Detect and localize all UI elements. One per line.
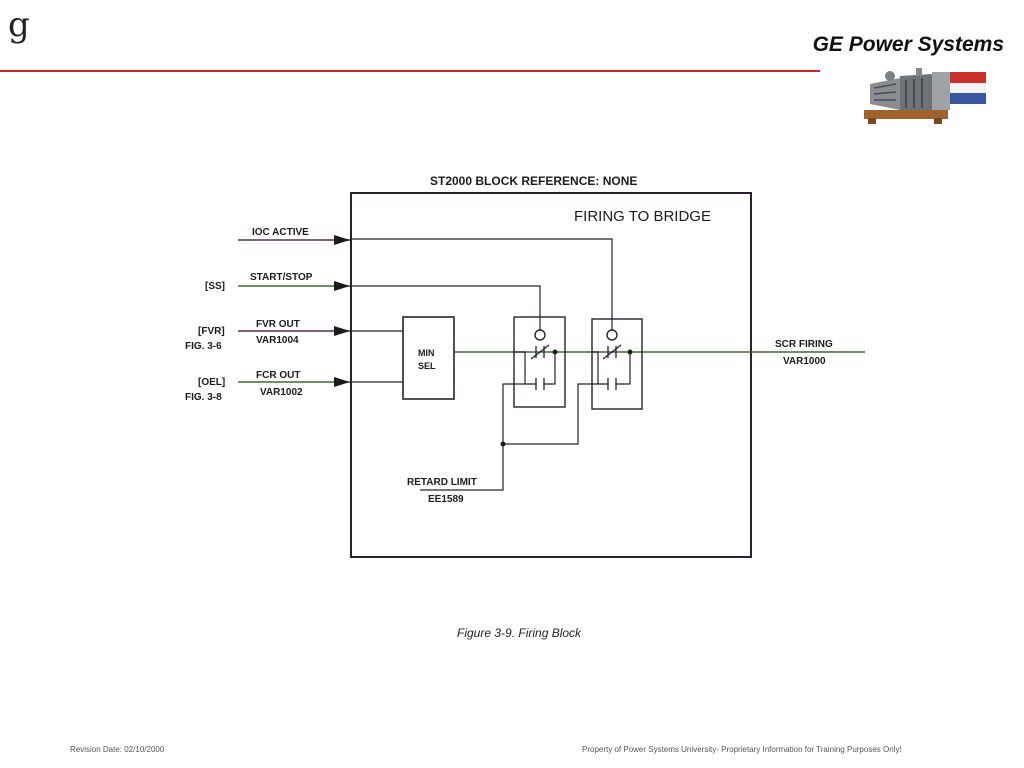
ioc-active-label: IOC ACTIVE xyxy=(252,227,309,238)
fcr-var-label: VAR1002 xyxy=(260,387,303,398)
firing-block-border xyxy=(350,192,752,558)
coil-2 xyxy=(606,329,618,341)
fvr-arrow xyxy=(334,326,350,336)
bypass-wire-2 xyxy=(592,351,608,385)
nc-contact-2 xyxy=(602,344,622,360)
block-title: FIRING TO BRIDGE xyxy=(574,208,711,225)
ge-logo: g xyxy=(8,5,30,45)
start-stop-arrow xyxy=(334,281,350,291)
scr-firing-label: SCR FIRING xyxy=(775,339,833,350)
block-reference-label: ST2000 BLOCK REFERENCE: NONE xyxy=(430,174,637,188)
min-sel-label-line1: MIN xyxy=(418,348,435,358)
fcr-out-label: FCR OUT xyxy=(256,370,300,381)
figure-caption: Figure 3-9. Firing Block xyxy=(457,626,582,640)
no-contact-2 xyxy=(607,378,617,390)
scr-firing-var: VAR1000 xyxy=(783,356,826,367)
property-notice: Property of Power Systems University- Pr… xyxy=(582,745,902,754)
nc-contact-1 xyxy=(530,344,550,360)
ioc-route-wire xyxy=(351,238,613,330)
ioc-active-arrow xyxy=(334,235,350,245)
fcr-arrow xyxy=(334,377,350,387)
bypass-wire-1 xyxy=(514,351,536,385)
retard-limit-var: EE1589 xyxy=(428,494,464,505)
oel-fig-ref: FIG. 3-8 xyxy=(185,392,222,403)
retard-junction xyxy=(500,441,506,447)
no-contact-1 xyxy=(535,378,545,390)
fvr-var-label: VAR1004 xyxy=(256,335,299,346)
start-stop-label: START/STOP xyxy=(250,272,313,283)
bypass-return-2 xyxy=(616,352,631,385)
oel-tag: [OEL] xyxy=(198,377,225,388)
fvr-out-label: FVR OUT xyxy=(256,319,300,330)
fvr-tag: [FVR] xyxy=(198,326,225,337)
header-rule xyxy=(0,70,820,72)
contact-box-2 xyxy=(591,318,643,410)
coil-1 xyxy=(534,329,546,341)
revision-date: Revision Date: 02/10/2000 xyxy=(70,745,165,754)
gas-turbine-image xyxy=(864,68,986,124)
retard-limit-label: RETARD LIMIT xyxy=(407,477,477,488)
min-sel-block xyxy=(402,316,455,400)
retard-limit-wire xyxy=(420,383,598,491)
bypass-return-1 xyxy=(544,352,556,385)
retard-branch-wire xyxy=(502,383,525,444)
contact-box-1 xyxy=(513,316,566,408)
brand-title: GE Power Systems xyxy=(812,33,1004,56)
start-stop-route-wire xyxy=(351,285,541,330)
min-sel-label-line2: SEL xyxy=(418,361,436,371)
fvr-fig-ref: FIG. 3-6 xyxy=(185,341,222,352)
ss-tag: [SS] xyxy=(205,281,225,292)
